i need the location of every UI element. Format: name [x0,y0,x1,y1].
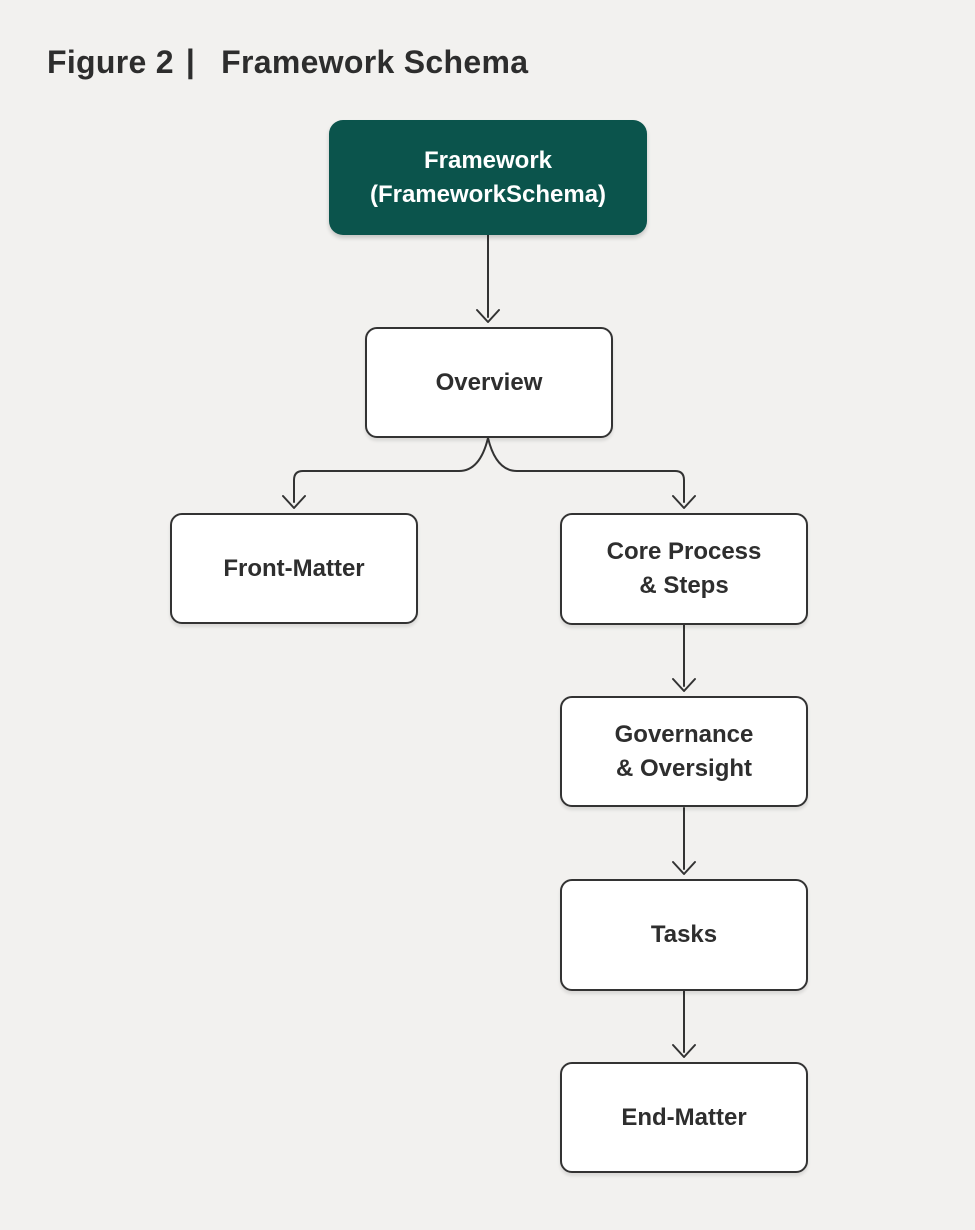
node-core-process-line-2: & Steps [639,572,729,599]
node-framework: Framework (FrameworkSchema) [329,120,647,235]
node-end-matter-label: End-Matter [621,1103,747,1131]
figure-title-separator: | [185,43,196,79]
node-tasks: Tasks [560,879,808,991]
figure-name: Framework Schema [221,44,529,80]
arrowhead-front-matter [282,495,306,509]
node-front-matter-label: Front-Matter [223,554,365,582]
arrowhead-overview [476,309,500,323]
arrowhead-end-matter [672,1044,696,1058]
node-framework-line-2: (FrameworkSchema) [369,180,607,208]
node-overview: Overview [365,327,613,438]
arrowhead-governance [672,678,696,692]
node-tasks-label: Tasks [650,921,718,948]
node-front-matter: Front-Matter [170,513,418,624]
node-governance-oversight: Governance & Oversight [560,696,808,807]
arrowhead-tasks [672,861,696,875]
node-governance-line-2: & Oversight [615,754,753,782]
node-governance-line-1: Governance [614,720,754,748]
arrowhead-core-process [672,495,696,509]
edge-overview-front-matter [293,437,489,503]
node-overview-label: Overview [435,368,543,396]
node-framework-line-1: Framework [423,146,553,174]
node-core-process-steps: Core Process & Steps [560,513,808,625]
figure-title: Figure 2 | Framework Schema [47,43,529,81]
node-end-matter: End-Matter [560,1062,808,1173]
node-core-process-line-1: Core Process [606,538,762,565]
edge-overview-core-process [487,437,685,503]
figure-label: Figure 2 [47,44,174,80]
